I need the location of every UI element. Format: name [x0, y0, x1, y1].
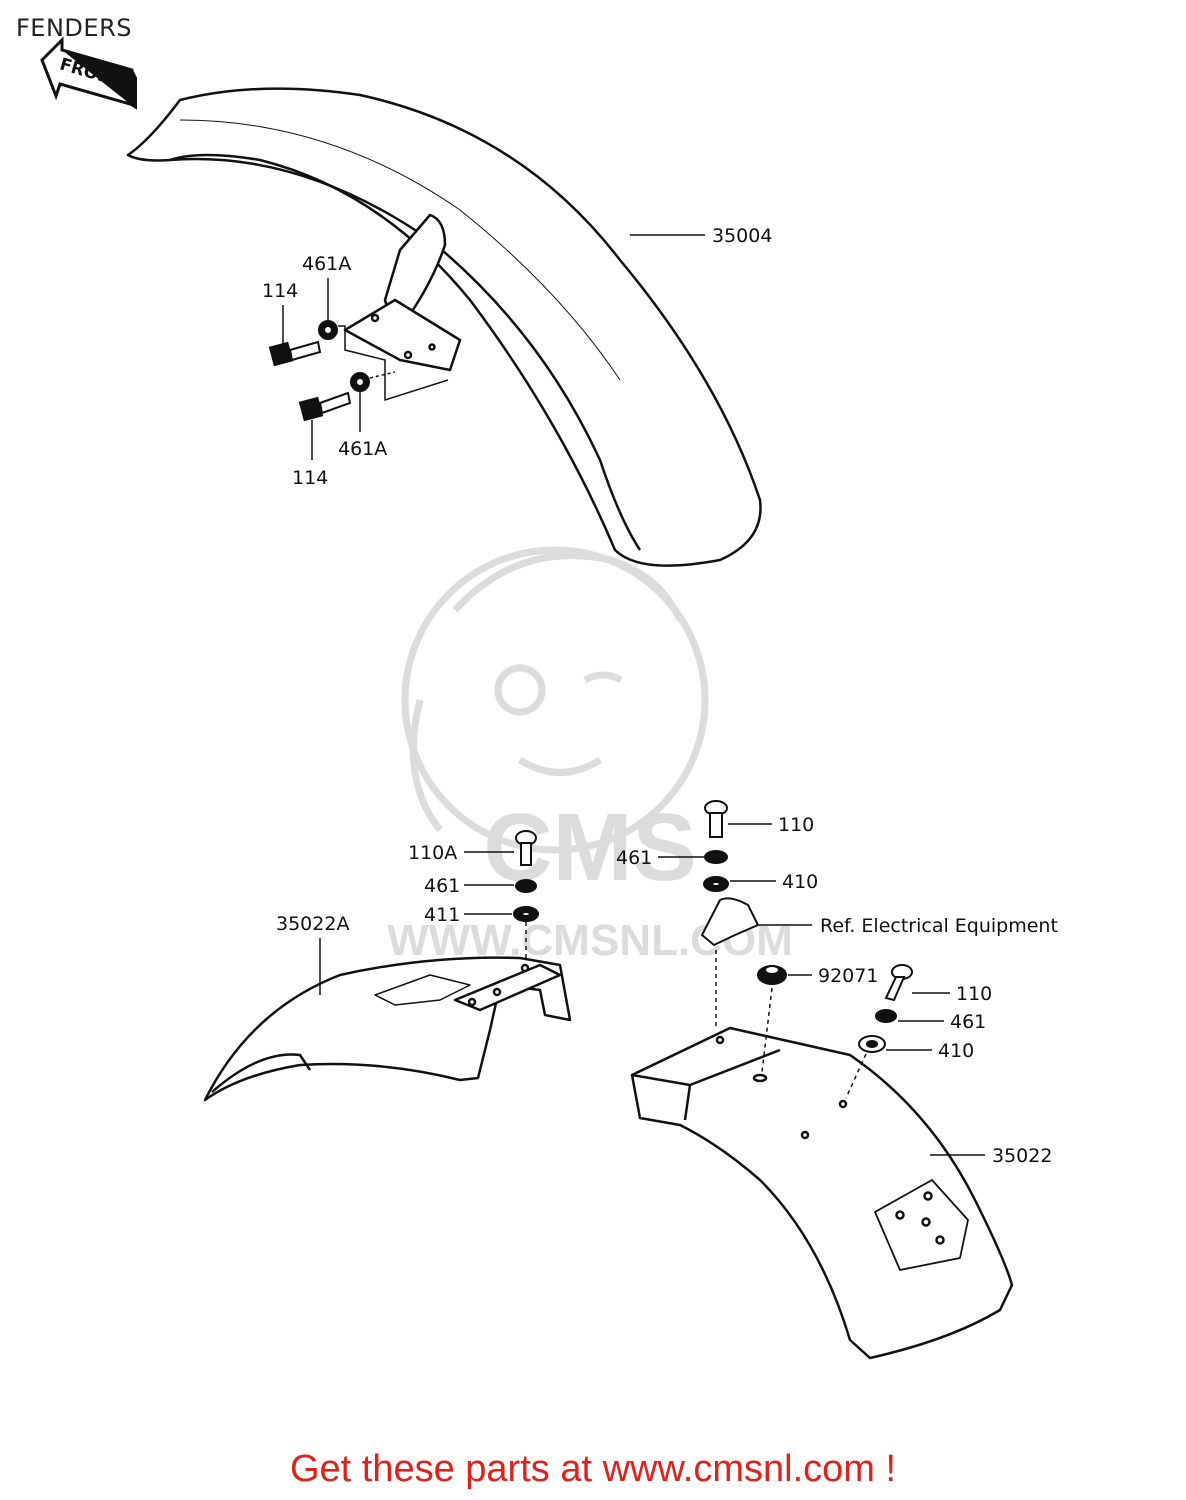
bolt-114-upper-shank — [288, 340, 322, 362]
bolt-114-lower-shank — [318, 391, 352, 415]
callout-110-right: 110 — [956, 983, 992, 1005]
rear-fender-35022a — [203, 956, 572, 1102]
front-direction-arrow: FRONT — [40, 36, 137, 110]
callout-410-top: 410 — [782, 871, 818, 893]
rear-mid-leaders — [658, 823, 950, 1099]
cms-watermark — [401, 546, 709, 854]
callout-114-upper: 114 — [262, 280, 298, 302]
callout-461-left: 461 — [424, 875, 460, 897]
watermark-eye-right — [583, 671, 623, 684]
bolt-114-upper-head — [268, 341, 294, 367]
electrical-clamp — [700, 897, 760, 947]
rear-a-leaders — [464, 851, 527, 960]
bolt-114-lower-head — [298, 396, 324, 422]
rear-mid-hardware — [700, 800, 787, 985]
callout-ref-electrical: Ref. Electrical Equipment — [820, 915, 1058, 937]
washer-461-right — [875, 1009, 897, 1023]
bolt-110-top-shank — [709, 812, 723, 838]
rear-fender-35022 — [630, 1026, 1014, 1360]
washer-461-mid — [704, 850, 728, 864]
front-fender-35004 — [126, 87, 762, 567]
bolt-110-right-shank — [884, 976, 906, 1002]
callout-110-top: 110 — [778, 814, 814, 836]
rear-right-hardware — [858, 964, 913, 1053]
watermark-hair — [452, 552, 684, 622]
callout-411: 411 — [424, 904, 460, 926]
callout-461a-upper: 461A — [302, 253, 351, 275]
front-hardware-leaders — [282, 278, 449, 460]
callout-114-lower: 114 — [292, 467, 328, 489]
callout-35022a: 35022A — [276, 913, 349, 935]
front-fender-hardware — [268, 320, 370, 422]
callout-461a-lower: 461A — [338, 438, 387, 460]
watermark-face-circle — [401, 546, 709, 854]
page-title: FENDERS — [16, 14, 132, 42]
watermark-wrench — [409, 699, 443, 833]
callout-461-right: 461 — [950, 1011, 986, 1033]
callout-92071: 92071 — [818, 965, 878, 987]
callout-110a: 110A — [408, 842, 457, 864]
callout-35022: 35022 — [992, 1145, 1052, 1167]
watermark-mouth — [518, 756, 602, 776]
washer-461-left — [515, 879, 537, 893]
footer-cta-link[interactable]: Get these parts at www.cmsnl.com ! — [0, 1448, 1186, 1491]
callout-35004: 35004 — [712, 225, 772, 247]
rear-a-hardware — [513, 830, 539, 922]
callout-461-mid: 461 — [616, 847, 652, 869]
callout-410-right: 410 — [938, 1040, 974, 1062]
footer-cta-text[interactable]: Get these parts at www.cmsnl.com ! — [289, 1448, 897, 1490]
bolt-110a-shank — [520, 842, 532, 866]
watermark-eye-left — [494, 664, 546, 716]
